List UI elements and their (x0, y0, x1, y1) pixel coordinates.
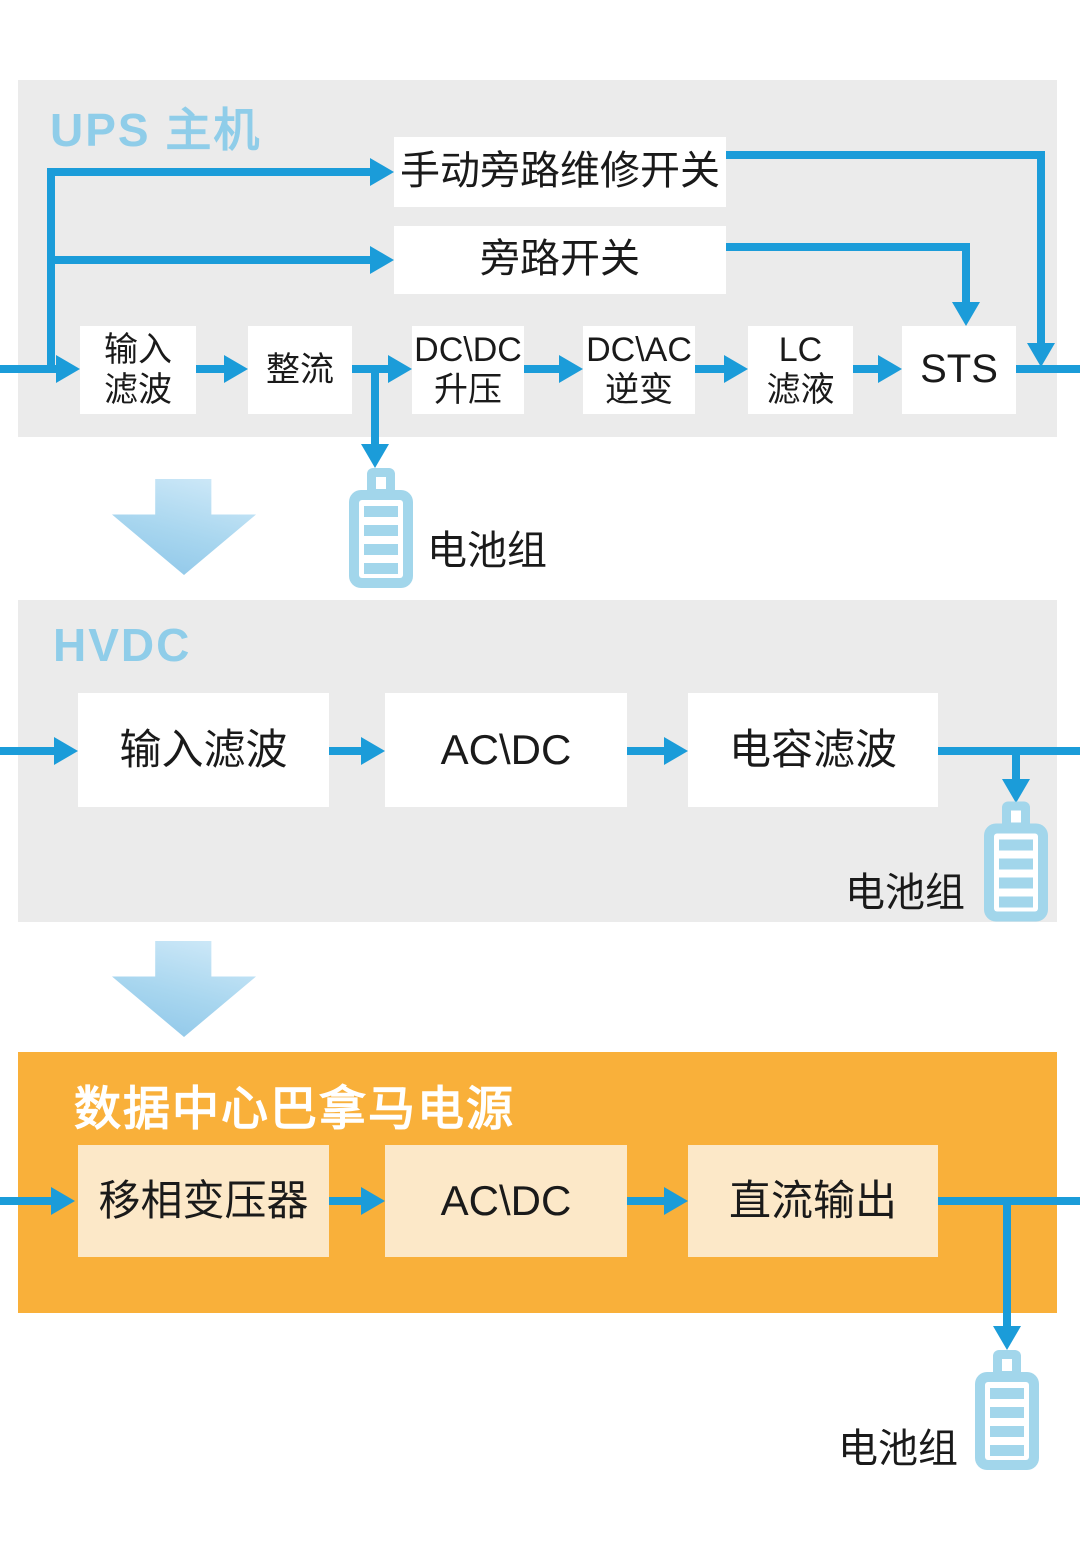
battery-icon (975, 1350, 1039, 1470)
node-dcac-inverter: DC\AC 逆变 (583, 326, 695, 414)
arrowhead-icon (664, 737, 688, 765)
flow-line (1003, 1201, 1011, 1326)
node-label: 逆变 (605, 371, 673, 409)
arrowhead-icon (361, 444, 389, 468)
arrowhead-icon (56, 355, 80, 383)
block-arrow-down-icon (112, 479, 256, 575)
flow-line (853, 365, 878, 373)
node-label: AC\DC (440, 726, 572, 774)
flow-line (371, 369, 379, 444)
arrowhead-icon (1027, 343, 1055, 367)
battery-label: 电池组 (845, 871, 965, 915)
node-manual-bypass-switch: 手动旁路维修开关 (394, 137, 726, 207)
node-label: LC (778, 330, 823, 369)
node-hvdc-acdc: AC\DC (385, 693, 627, 807)
arrowhead-icon (370, 158, 394, 186)
flow-line (0, 747, 54, 755)
arrowhead-icon (993, 1326, 1021, 1350)
arrowhead-icon (370, 246, 394, 274)
node-label: 输入 (104, 330, 172, 369)
arrowhead-icon (952, 302, 980, 326)
arrowhead-icon (559, 355, 583, 383)
flow-line (329, 1197, 361, 1205)
arrowhead-icon (361, 1187, 385, 1215)
arrowhead-icon (724, 355, 748, 383)
node-label: STS (920, 347, 998, 392)
flow-line (627, 1197, 664, 1205)
flow-line (47, 256, 370, 264)
flow-line (1037, 151, 1045, 343)
node-lc-filter: LC 滤液 (748, 326, 853, 414)
node-hvdc-cap-filter: 电容滤波 (688, 693, 938, 807)
flow-line (726, 151, 1045, 159)
panel-panama-title: 数据中心巴拿马电源 (74, 1082, 515, 1135)
node-hvdc-input-filter: 输入滤波 (78, 693, 329, 807)
node-label: 直流输出 (728, 1177, 897, 1225)
node-label: 升压 (434, 371, 502, 409)
flow-line (47, 168, 55, 373)
node-label: 旁路开关 (480, 237, 640, 282)
flow-line (352, 365, 388, 373)
battery-icon (349, 468, 413, 588)
node-panama-acdc: AC\DC (385, 1145, 627, 1257)
flow-line (524, 365, 559, 373)
node-label: DC\DC (414, 330, 522, 369)
node-label: 滤波 (104, 371, 172, 409)
node-label: AC\DC (440, 1177, 572, 1225)
panel-hvdc-title: HVDC (53, 619, 192, 671)
flow-line (0, 1197, 51, 1205)
node-sts: STS (902, 326, 1016, 414)
flow-line (938, 747, 1080, 755)
flow-line (1016, 365, 1080, 373)
flow-line (0, 365, 56, 373)
node-label: 电容滤波 (728, 726, 897, 774)
battery-label: 电池组 (427, 529, 547, 573)
node-bypass-switch: 旁路开关 (394, 226, 726, 294)
arrowhead-icon (664, 1187, 688, 1215)
arrowhead-icon (361, 737, 385, 765)
arrowhead-icon (51, 1187, 75, 1215)
flow-line (329, 747, 361, 755)
arrowhead-icon (224, 355, 248, 383)
flow-line (47, 168, 370, 176)
node-label: 整流 (266, 350, 334, 389)
node-dcdc-boost: DC\DC 升压 (412, 326, 524, 414)
node-label: 输入滤波 (119, 726, 288, 774)
flow-line (627, 747, 664, 755)
battery-label: 电池组 (838, 1427, 958, 1471)
arrowhead-icon (1002, 779, 1030, 803)
node-dc-output: 直流输出 (688, 1145, 938, 1257)
arrowhead-icon (54, 737, 78, 765)
node-phase-shift-transformer: 移相变压器 (78, 1145, 329, 1257)
flow-line (962, 243, 970, 302)
node-label: 移相变压器 (98, 1177, 309, 1225)
flow-line (1012, 751, 1020, 779)
block-arrow-down-icon (112, 941, 256, 1037)
arrowhead-icon (878, 355, 902, 383)
node-input-filter: 输入 滤波 (80, 326, 196, 414)
flow-line (726, 243, 970, 251)
node-label: 滤液 (766, 371, 835, 409)
flow-line (695, 365, 724, 373)
node-label: 手动旁路维修开关 (400, 149, 720, 194)
flow-line (196, 365, 224, 373)
arrowhead-icon (388, 355, 412, 383)
panel-ups-title: UPS 主机 (50, 104, 262, 156)
node-rectifier: 整流 (248, 326, 352, 414)
node-label: DC\AC (586, 330, 692, 369)
battery-icon (984, 801, 1048, 922)
